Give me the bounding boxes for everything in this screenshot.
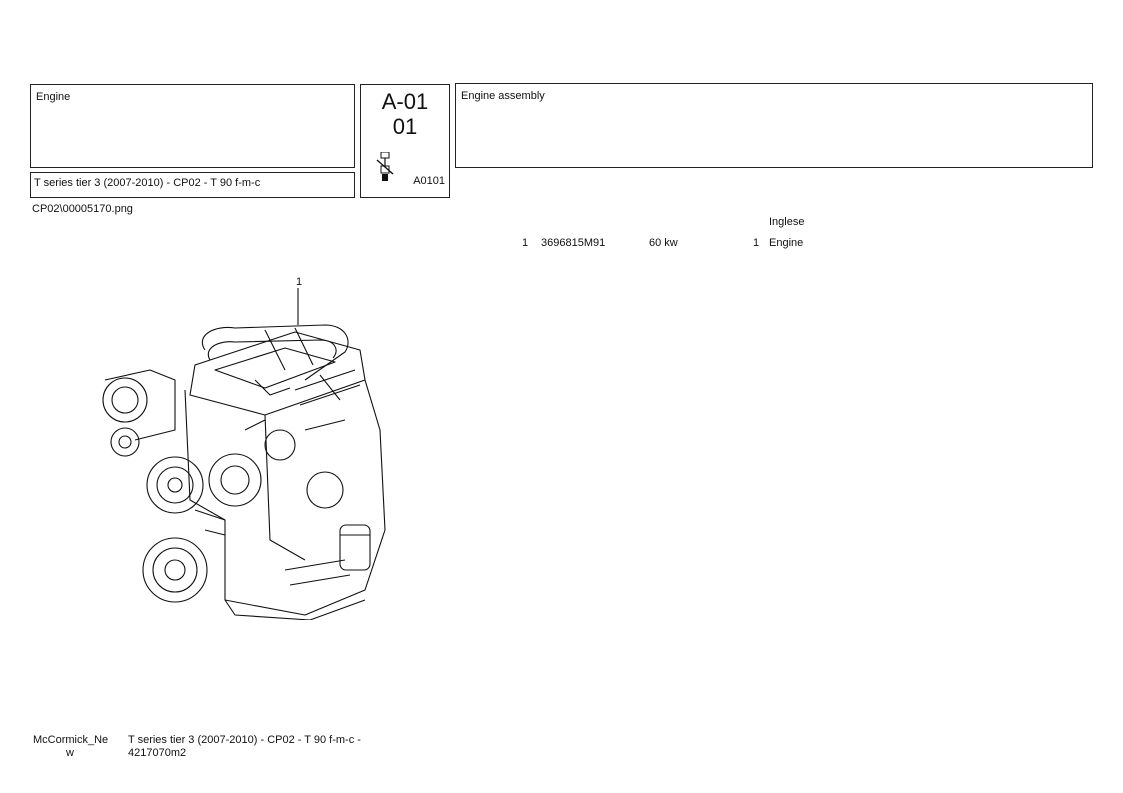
footer-brand-line2: w bbox=[66, 747, 74, 759]
qty-cell: 1 bbox=[753, 237, 760, 249]
series-label: T series tier 3 (2007-2010) - CP02 - T 9… bbox=[34, 177, 261, 189]
engine-thumbnail-icon bbox=[376, 152, 394, 181]
part-number-cell: 3696815M91 bbox=[541, 237, 606, 249]
ref-cell: 1 bbox=[522, 237, 529, 249]
series-box: T series tier 3 (2007-2010) - CP02 - T 9… bbox=[30, 172, 355, 198]
code-ref: A0101 bbox=[413, 175, 445, 187]
language-header: Inglese bbox=[769, 216, 805, 228]
description-cell: Engine bbox=[769, 237, 804, 249]
title-box: Engine assembly bbox=[455, 83, 1093, 168]
callout-number: 1 bbox=[296, 276, 303, 288]
footer-desc-line2: 4217070m2 bbox=[128, 747, 187, 759]
footer-brand-line1: McCormick_Ne bbox=[33, 734, 109, 746]
section-box: Engine bbox=[30, 84, 355, 168]
code-sub: 01 bbox=[392, 114, 418, 139]
note-cell: 60 kw bbox=[649, 237, 678, 249]
image-filename: CP02\00005170.png bbox=[32, 203, 133, 215]
page-title: Engine assembly bbox=[461, 90, 545, 102]
engine-drawing bbox=[102, 288, 386, 620]
code-main: A-01 bbox=[381, 89, 429, 114]
section-label: Engine bbox=[36, 91, 71, 103]
footer-desc-line1: T series tier 3 (2007-2010) - CP02 - T 9… bbox=[128, 734, 361, 746]
code-box: A-01 01 A0101 bbox=[360, 84, 450, 198]
